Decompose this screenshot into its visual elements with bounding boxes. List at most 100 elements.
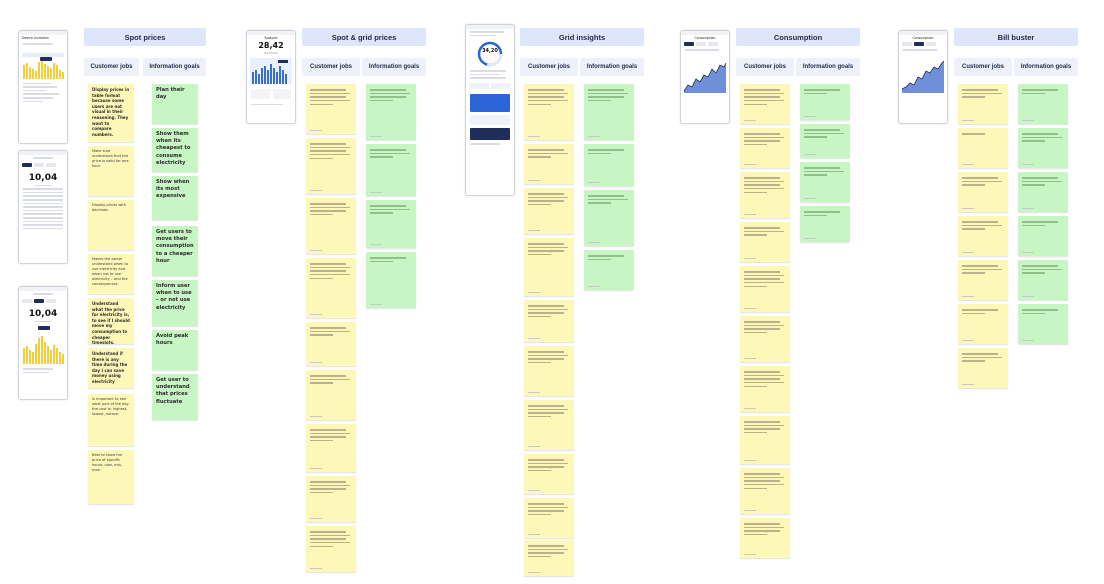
text-placeholder-line bbox=[1022, 92, 1046, 95]
section-header-spot-grid-prices: Spot & grid prices bbox=[302, 28, 426, 46]
sticky-author-line bbox=[310, 189, 322, 191]
text-placeholder-line bbox=[310, 143, 346, 145]
text-placeholder-line bbox=[588, 202, 612, 204]
sticky-note bbox=[524, 400, 574, 450]
sticky-author-line bbox=[744, 213, 756, 215]
text-placeholder-line bbox=[1022, 89, 1058, 91]
sticky-author-line bbox=[1022, 251, 1034, 253]
sticky-author-line bbox=[962, 207, 974, 209]
sticky-author-line bbox=[1022, 295, 1034, 297]
sticky-author-line bbox=[528, 533, 540, 535]
text-placeholder-line bbox=[1022, 268, 1062, 271]
phone-title: Spotpris bbox=[264, 36, 278, 40]
phone-screenshot-spot-prices-3: 10,04 bbox=[18, 286, 68, 400]
text-placeholder-line bbox=[588, 89, 624, 91]
text-placeholder-line bbox=[370, 156, 394, 158]
sticky-note bbox=[366, 84, 416, 140]
text-placeholder-line bbox=[588, 99, 612, 102]
text-placeholder-line bbox=[962, 356, 1002, 359]
sticky-author-line bbox=[1022, 339, 1034, 341]
text-placeholder-line bbox=[744, 483, 784, 486]
sticky-author-line bbox=[528, 391, 540, 393]
text-placeholder-line bbox=[528, 361, 552, 364]
sticky-author-line bbox=[804, 115, 816, 117]
text-placeholder-line bbox=[962, 272, 986, 274]
text-placeholder-line bbox=[528, 503, 564, 505]
text-placeholder-line bbox=[528, 510, 564, 512]
text-placeholder-line bbox=[528, 96, 564, 98]
text-placeholder-line bbox=[588, 92, 628, 95]
text-placeholder-line bbox=[588, 152, 612, 155]
text-placeholder-line bbox=[744, 530, 780, 532]
text-placeholder-line bbox=[528, 412, 564, 414]
sticky-note: Makes the owner understand when to use e… bbox=[88, 254, 134, 294]
phone-screenshot-bill-buster: Consumption bbox=[898, 30, 948, 124]
section-header-grid-insights: Grid insights bbox=[520, 28, 644, 46]
column-header-information-goals: Information goals bbox=[1014, 58, 1078, 76]
text-placeholder-line bbox=[744, 473, 780, 475]
column-header-information-goals: Information goals bbox=[143, 58, 206, 76]
text-placeholder-line bbox=[744, 271, 780, 273]
text-placeholder-line bbox=[744, 92, 784, 95]
text-placeholder-line bbox=[528, 415, 552, 418]
text-placeholder-line bbox=[310, 382, 334, 384]
text-placeholder-line bbox=[528, 408, 568, 411]
sticky-note bbox=[1018, 84, 1068, 124]
column-header-information-goals: Information goals bbox=[580, 58, 644, 76]
text-placeholder-line bbox=[528, 351, 564, 353]
sticky-note bbox=[958, 304, 1008, 344]
sticky-note bbox=[584, 144, 634, 186]
text-placeholder-line bbox=[528, 358, 564, 360]
text-placeholder-line bbox=[744, 234, 768, 236]
text-placeholder-line bbox=[1022, 140, 1046, 142]
text-placeholder-line bbox=[744, 385, 768, 387]
phone-title: Device Invitation bbox=[22, 36, 49, 40]
text-placeholder-line bbox=[804, 167, 840, 169]
sticky-note bbox=[958, 84, 1008, 124]
sticky-note bbox=[1018, 260, 1068, 300]
text-placeholder-line bbox=[962, 353, 998, 355]
text-placeholder-line bbox=[588, 149, 624, 151]
text-placeholder-line bbox=[962, 184, 986, 186]
text-placeholder-line bbox=[528, 354, 568, 357]
spot-grid-chart bbox=[250, 57, 292, 84]
sticky-note bbox=[584, 84, 634, 140]
text-placeholder-line bbox=[310, 263, 346, 265]
text-placeholder-line bbox=[310, 206, 350, 209]
text-placeholder-line bbox=[528, 193, 564, 195]
sticky-note: Show them when its cheapest to consume e… bbox=[152, 128, 198, 172]
sticky-note bbox=[740, 366, 790, 412]
text-placeholder-line bbox=[744, 285, 768, 287]
text-placeholder-line bbox=[310, 334, 334, 336]
text-placeholder-line bbox=[962, 177, 998, 179]
text-placeholder-line bbox=[804, 92, 828, 95]
sticky-note: Get user to understand that prices fluct… bbox=[152, 374, 198, 420]
text-placeholder-line bbox=[1022, 309, 1058, 311]
text-placeholder-line bbox=[1022, 177, 1058, 179]
price-value: 10,04 bbox=[28, 172, 58, 183]
text-placeholder-line bbox=[310, 491, 334, 494]
text-placeholder-line bbox=[370, 257, 406, 259]
text-placeholder-line bbox=[528, 462, 568, 465]
text-placeholder-line bbox=[962, 268, 1002, 271]
text-placeholder-line bbox=[370, 205, 406, 207]
sticky-author-line bbox=[588, 241, 600, 243]
text-placeholder-line bbox=[528, 152, 568, 155]
section-header-spot-prices: Spot prices bbox=[84, 28, 206, 46]
text-placeholder-line bbox=[528, 200, 564, 202]
text-placeholder-line bbox=[528, 469, 552, 472]
section-header-consumption: Consumption bbox=[736, 28, 860, 46]
text-placeholder-line bbox=[310, 157, 334, 159]
sticky-author-line bbox=[310, 467, 322, 469]
text-placeholder-line bbox=[528, 89, 564, 91]
sticky-note bbox=[958, 348, 1008, 388]
sticky-author-line bbox=[528, 489, 540, 491]
text-placeholder-line bbox=[962, 228, 986, 230]
text-placeholder-line bbox=[370, 152, 410, 155]
sticky-author-line bbox=[744, 119, 756, 121]
text-placeholder-line bbox=[370, 92, 410, 95]
sticky-author-line bbox=[588, 181, 600, 183]
text-placeholder-line bbox=[588, 198, 628, 201]
text-placeholder-line bbox=[744, 321, 780, 323]
sticky-author-line bbox=[744, 257, 756, 259]
